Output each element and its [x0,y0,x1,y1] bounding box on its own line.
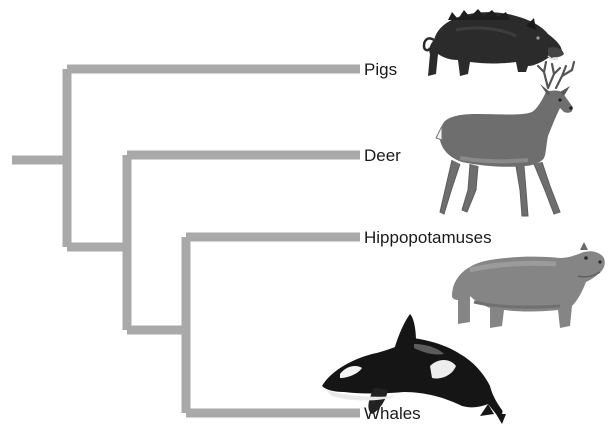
taxon-label-hippos: Hippopotamuses [364,228,492,247]
tree-branches [12,69,360,413]
deer-icon [436,62,574,216]
taxon-label-deer: Deer [364,146,401,165]
hippo-icon [452,242,605,328]
taxon-label-pigs: Pigs [364,60,397,79]
boar-icon [424,9,564,76]
